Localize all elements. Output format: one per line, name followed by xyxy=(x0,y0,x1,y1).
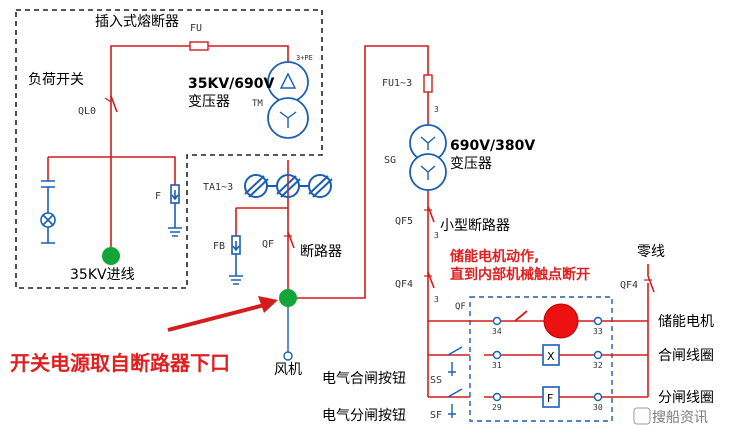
load-switch-contact xyxy=(110,95,118,113)
motor-icon xyxy=(543,303,579,339)
close-coil-label: 合闸线圈 xyxy=(658,348,714,364)
sg-rating-label: 690V/380V xyxy=(450,138,535,154)
incoming-cabinet-border xyxy=(15,9,323,289)
fu1-label: FU1~3 xyxy=(382,78,412,89)
red-note-line1: 储能电机动作, xyxy=(449,248,539,265)
wind-label: 风机 xyxy=(274,362,302,378)
tm-tag-label: 3+PE xyxy=(296,54,313,62)
qf-inner-label: QF xyxy=(455,302,466,312)
f-coil-label: F xyxy=(547,392,553,405)
fu1-phase-label: 3 xyxy=(434,105,439,114)
sg-label: SG xyxy=(384,155,396,166)
terminal-32: 32 xyxy=(593,361,603,370)
close-button-contact xyxy=(447,346,463,376)
fb-label: FB xyxy=(213,241,225,252)
qf4-phase-label: 3 xyxy=(434,295,439,304)
breaker-qf5-contact xyxy=(427,205,435,223)
neutral-qf4-contact xyxy=(647,264,655,293)
sg-name-label: 变压器 xyxy=(450,156,492,172)
motor-label: 储能电机 xyxy=(658,314,714,330)
tm-rating-label: 35KV/690V xyxy=(188,76,275,92)
transformer-icon xyxy=(267,61,309,139)
coil-icon xyxy=(542,344,560,366)
watermark: 搜船资讯 xyxy=(633,407,708,426)
ql0-label: QL0 xyxy=(78,106,96,117)
red-note-line2: 直到内部机械触点断开 xyxy=(450,266,590,283)
transformer-icon xyxy=(409,124,447,191)
coil-icon xyxy=(542,386,560,408)
ta-label: TA1~3 xyxy=(203,182,233,193)
incoming-node xyxy=(102,247,120,265)
contact-icon xyxy=(514,310,528,322)
neutral-label: 零线 xyxy=(637,244,665,260)
load-switch-label: 负荷开关 xyxy=(28,72,84,88)
terminal-29: 29 xyxy=(492,403,502,412)
main-note: 开关电源取自断路器下口 xyxy=(10,351,230,375)
relay-box-border xyxy=(469,296,613,422)
arrester-icon xyxy=(168,184,182,237)
terminal-30: 30 xyxy=(593,403,603,412)
relay-terminals xyxy=(492,316,603,402)
qf-label: QF xyxy=(262,239,274,250)
ss-label: SS xyxy=(430,375,442,386)
qf5-label: QF5 xyxy=(395,216,413,227)
open-button-label: 电气分闸按钮 xyxy=(322,408,406,424)
breaker-label: 断路器 xyxy=(300,244,342,260)
arrester-icon xyxy=(229,235,243,285)
wind-terminal xyxy=(283,351,293,361)
terminal-33: 33 xyxy=(593,327,603,336)
breaker-qf4-contact xyxy=(427,271,435,289)
close-button-label: 电气合闸按钮 xyxy=(322,371,406,387)
ct-icon xyxy=(244,174,333,198)
watermark-text: 搜船资讯 xyxy=(652,410,708,426)
incoming-label: 35KV进线 xyxy=(70,267,135,283)
fuse-fu1 xyxy=(423,74,433,93)
fuse-fu xyxy=(189,41,209,51)
breaker-qf-contact xyxy=(287,231,295,249)
tm-name-label: 变压器 xyxy=(188,94,230,110)
qf4-right-label: QF4 xyxy=(620,280,638,291)
fu-label: FU xyxy=(190,23,202,34)
f-label: F xyxy=(155,191,161,202)
qf5-phase-label: 3 xyxy=(434,231,439,240)
arrow-icon xyxy=(167,296,278,332)
tm-label: TM xyxy=(252,99,263,109)
terminal-31: 31 xyxy=(492,361,502,370)
terminal-34: 34 xyxy=(492,327,502,336)
open-coil-label: 分闸线圈 xyxy=(658,390,714,406)
sf-label: SF xyxy=(430,410,442,421)
fuse-block-label: 插入式熔断器 xyxy=(95,14,179,30)
open-button-contact xyxy=(447,388,463,418)
qf4-label: QF4 xyxy=(395,279,413,290)
lamp-icon xyxy=(40,180,56,244)
mini-breaker-label: 小型断路器 xyxy=(440,218,510,234)
breaker-tap-node xyxy=(279,289,297,307)
x-coil-label: X xyxy=(547,350,555,363)
